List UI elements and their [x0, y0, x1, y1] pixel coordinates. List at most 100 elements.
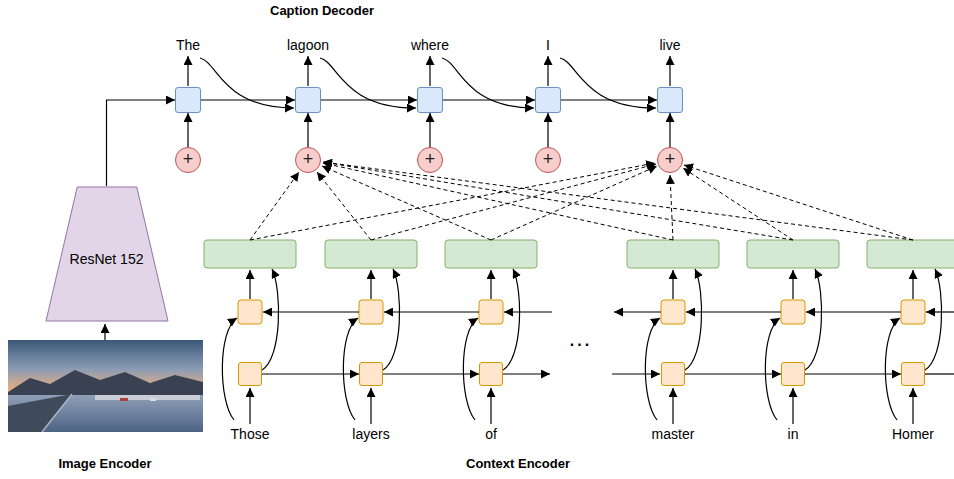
add-node: +: [535, 147, 561, 173]
attention-line: [322, 166, 491, 240]
input-arrow: [792, 388, 793, 424]
add-outline: [658, 148, 683, 173]
lstm-cell: in: [781, 362, 805, 386]
input-curve: [222, 318, 237, 420]
output-arrow: [429, 56, 430, 86]
node-label: master: [652, 426, 695, 442]
forward-arrow: [612, 373, 660, 374]
lstm-cell: layers: [359, 362, 383, 386]
backward-arrow: [263, 311, 359, 312]
input-arrow: [672, 388, 673, 424]
node-label: The: [176, 37, 200, 53]
backward-arrow: [504, 311, 552, 312]
state-curve: [925, 269, 942, 370]
add-node: +: [417, 147, 443, 173]
feedback-curve: [200, 58, 294, 108]
state-arrow: [370, 270, 371, 299]
node-label: I: [546, 37, 550, 53]
backward-arrow: [384, 311, 479, 312]
node-label: where: [411, 37, 449, 53]
state-arrow: [792, 270, 793, 299]
lstm-cell: [238, 300, 262, 324]
attention-line: [371, 164, 656, 240]
state-curve: [383, 269, 400, 370]
annotation-box: [627, 240, 719, 268]
annotation-box: [445, 240, 537, 268]
photo-mountains: [8, 370, 203, 396]
attention-line: [491, 166, 657, 240]
arrow-connector: [187, 113, 188, 147]
forward-arrow: [925, 373, 954, 374]
lstm-cell: where: [417, 87, 443, 113]
lstm-cell: [661, 300, 685, 324]
output-arrow: [669, 56, 670, 86]
node-label: in: [788, 426, 799, 442]
image-arrow: [104, 324, 105, 340]
annotation-box: [747, 240, 839, 268]
lstm-cell: [479, 300, 503, 324]
node-label: +: [425, 150, 436, 168]
arrow-connector: [321, 99, 417, 100]
attention-lines: [250, 162, 913, 240]
node-label: live: [659, 37, 680, 53]
photo-marina: [95, 395, 200, 400]
section-label: Context Encoder: [466, 456, 570, 472]
feedback-curve: [442, 58, 534, 108]
ellipsis: ...: [570, 333, 592, 349]
photo-boat: [150, 398, 156, 401]
section-label: Image Encoder: [58, 456, 151, 472]
photo-railing: [42, 394, 72, 432]
attention-line: [317, 172, 371, 240]
add-node: +: [175, 147, 201, 173]
arrow-connector: [429, 113, 430, 147]
state-arrow: [490, 270, 491, 299]
lstm-cell: lagoon: [295, 87, 321, 113]
arrow-connector: [201, 99, 295, 100]
node-label: layers: [352, 426, 389, 442]
arrow-connector: [443, 99, 535, 100]
arrow-connector: [262, 373, 359, 374]
feedback-curve: [560, 58, 656, 108]
encoder-arrows: [222, 269, 954, 424]
arrow-connector: [561, 99, 657, 100]
backward-arrow: [926, 311, 954, 312]
arrow-connector: [805, 373, 901, 374]
node-label: ResNet 152: [70, 251, 144, 267]
resnet-encoder: ResNet 152: [45, 186, 169, 322]
backward-arrow: [806, 311, 901, 312]
input-curve: [765, 318, 780, 420]
output-arrow: [187, 56, 188, 86]
forward-arrow: [503, 373, 550, 374]
add-outline: [176, 148, 201, 173]
add-node: +: [295, 147, 321, 173]
node-label: Homer: [892, 426, 934, 442]
attention-line: [683, 168, 793, 240]
state-curve: [503, 269, 520, 370]
state-arrow: [249, 270, 250, 299]
node-label: +: [303, 150, 314, 168]
add-outline: [418, 148, 443, 173]
node-label: Those: [231, 426, 270, 442]
annotation-box: [325, 240, 417, 268]
node-label: +: [183, 150, 194, 168]
attention-line: [250, 172, 299, 240]
feedback-curve: [320, 58, 416, 108]
lstm-cell: live: [657, 87, 683, 113]
input-curve: [645, 318, 660, 420]
lstm-cell: of: [479, 362, 503, 386]
add-node: +: [657, 147, 683, 173]
input-arrow: [490, 388, 491, 424]
input-curve: [885, 318, 900, 420]
arrow-connector: [107, 100, 176, 186]
attention-line: [323, 162, 793, 240]
photo-boat: [120, 398, 128, 401]
node-label: +: [543, 150, 554, 168]
state-curve: [685, 269, 702, 370]
lstm-cell: The: [175, 87, 201, 113]
input-arrow: [370, 388, 371, 424]
lstm-cell: I: [535, 87, 561, 113]
encoder-outline: [46, 187, 168, 321]
node-label: lagoon: [287, 37, 329, 53]
section-label: Caption Decoder: [270, 3, 374, 19]
